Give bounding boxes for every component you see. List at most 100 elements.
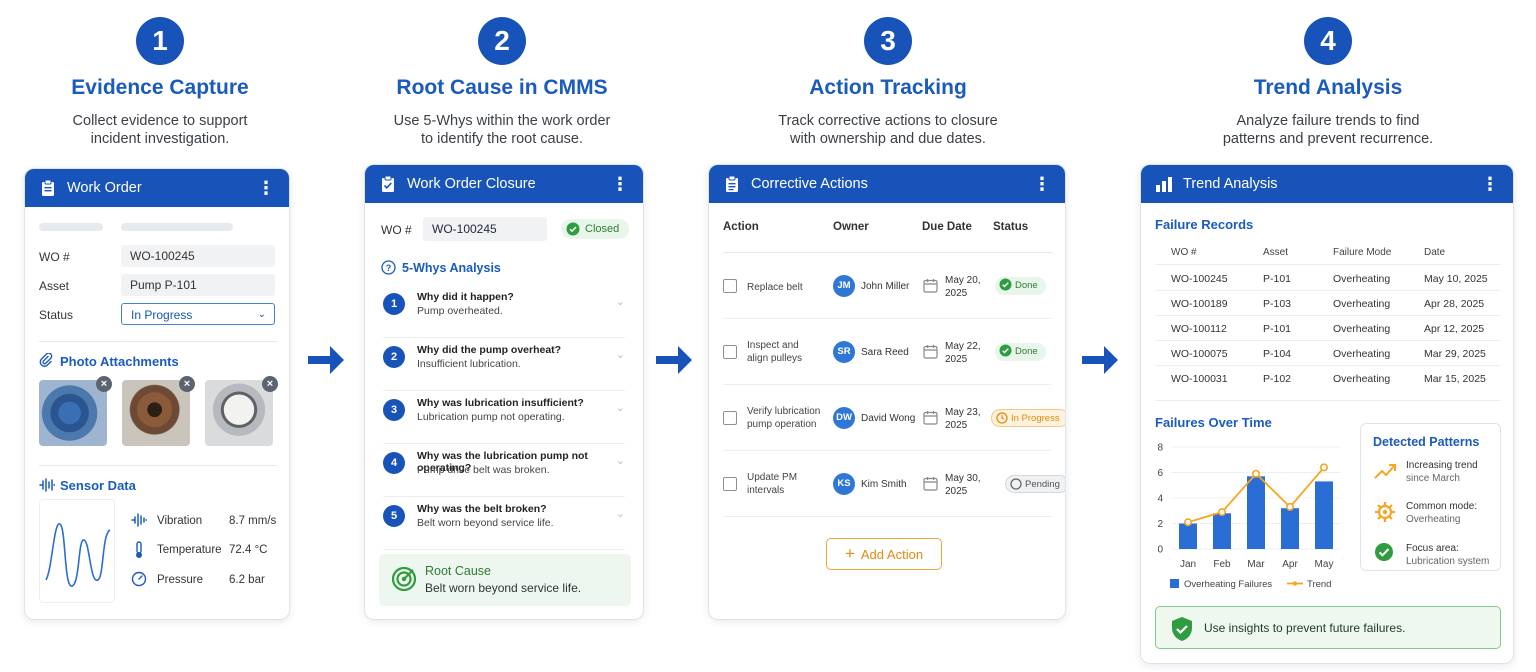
y-tick-label: 4 — [1157, 494, 1163, 505]
avatar: JM — [833, 275, 855, 297]
pending-circle-icon — [1010, 478, 1022, 490]
card-title: Trend Analysis — [1183, 176, 1278, 192]
trend-point — [1320, 463, 1329, 472]
clipboard-icon — [42, 179, 54, 196]
help-circle-icon: ? — [381, 260, 396, 275]
trend-point — [1252, 469, 1261, 478]
close-icon[interactable]: × — [96, 376, 112, 392]
calendar-icon — [923, 279, 938, 293]
bar — [1281, 508, 1299, 549]
photo-attachments-title: Photo Attachments — [60, 354, 179, 369]
step-number: 1 — [136, 17, 184, 65]
chevron-down-icon: ⌄ — [615, 402, 625, 414]
asset-field[interactable]: Pump P-101 — [121, 274, 275, 296]
patterns-title: Detected Patterns — [1373, 435, 1480, 449]
step-4: 4 Trend Analysis Analyze failure trends … — [1198, 0, 1458, 148]
divider — [723, 252, 1053, 253]
work-order-closure-card: Work Order Closure ⋮ WO # WO-100245 Clos… — [364, 164, 644, 620]
clock-icon — [996, 412, 1008, 424]
y-tick-label: 8 — [1157, 443, 1163, 454]
close-icon[interactable]: × — [179, 376, 195, 392]
pattern-text: Focus area: — [1406, 543, 1459, 554]
table-row: Replace belt JM John Miller May 20,2025 … — [723, 253, 1051, 319]
action-text: Replace belt — [747, 282, 803, 293]
sensor-value: 72.4 °C — [229, 544, 268, 556]
chevron-down-icon: ⌄ — [615, 455, 625, 467]
check-circle-icon — [999, 344, 1012, 357]
gear-icon — [1375, 502, 1395, 522]
arrow-right-icon — [1082, 346, 1118, 374]
column-header: Asset — [1263, 247, 1289, 258]
card-title: Corrective Actions — [751, 176, 868, 192]
legend-label: Trend — [1307, 579, 1331, 590]
card-header: Work Order Closure ⋮ — [365, 165, 643, 203]
avatar: KS — [833, 473, 855, 495]
chevron-down-icon: ⌄ — [615, 296, 625, 308]
photo-thumbnail[interactable] — [122, 380, 190, 446]
field-label: WO # — [39, 250, 70, 264]
bar — [1315, 481, 1333, 549]
pattern-subtext: Lubrication system — [1406, 556, 1490, 567]
step-title: Action Tracking — [809, 76, 967, 99]
card-title: Work Order — [67, 180, 142, 196]
trend-up-icon — [1374, 464, 1396, 479]
x-tick-label: May — [1315, 559, 1334, 570]
trend-point — [1218, 508, 1227, 517]
card-title: Work Order Closure — [407, 176, 536, 192]
trend-point — [1286, 502, 1295, 511]
avatar: SR — [833, 341, 855, 363]
step-number: 4 — [1304, 17, 1352, 65]
add-action-button[interactable]: +Add Action — [826, 538, 942, 570]
sensor-data-title: Sensor Data — [60, 478, 136, 493]
insight-banner: Use insights to prevent future failures. — [1155, 606, 1501, 649]
status-badge: Pending — [1005, 475, 1065, 493]
owner-name: John Miller — [861, 281, 910, 292]
legend-swatch-bar — [1170, 579, 1179, 588]
corrective-actions-card: Corrective Actions ⋮ Action Owner Due Da… — [708, 164, 1066, 620]
photo-thumbnail[interactable] — [39, 380, 107, 446]
action-checkbox[interactable] — [723, 411, 737, 425]
more-menu-icon[interactable]: ⋮ — [1481, 174, 1499, 194]
action-checkbox[interactable] — [723, 477, 737, 491]
due-date: May 30,2025 — [945, 473, 981, 497]
wo-number-field[interactable]: WO-100245 — [121, 245, 275, 267]
card-header: Corrective Actions ⋮ — [709, 165, 1065, 203]
action-checkbox[interactable] — [723, 279, 737, 293]
bar — [1179, 523, 1197, 549]
more-menu-icon[interactable]: ⋮ — [1033, 174, 1051, 194]
x-tick-label: Jan — [1180, 559, 1196, 570]
close-icon[interactable]: × — [262, 376, 278, 392]
check-circle-icon — [566, 222, 580, 236]
step-number: 3 — [864, 17, 912, 65]
wo-number-field[interactable]: WO-100245 — [423, 217, 547, 241]
photo-thumbnail[interactable] — [205, 380, 273, 446]
vibration-icon — [131, 513, 147, 527]
calendar-icon — [923, 345, 938, 359]
calendar-icon — [923, 477, 938, 491]
legend-label: Overheating Failures — [1184, 579, 1272, 590]
bar — [1247, 476, 1265, 549]
action-checkbox[interactable] — [723, 345, 737, 359]
sensor-value: 6.2 bar — [229, 574, 265, 586]
more-menu-icon[interactable]: ⋮ — [257, 178, 275, 198]
arrow-right-icon — [656, 346, 692, 374]
more-menu-icon[interactable]: ⋮ — [611, 174, 629, 194]
wo-label: WO # — [381, 223, 412, 237]
status-badge: In Progress — [991, 409, 1065, 427]
target-icon — [391, 566, 417, 592]
card-header: Trend Analysis ⋮ — [1141, 165, 1513, 203]
chevron-down-icon: ⌄ — [615, 349, 625, 361]
check-circle-icon — [1375, 543, 1393, 561]
status-select[interactable]: In Progress⌄ — [121, 303, 275, 325]
pattern-text: Common mode: — [1406, 501, 1478, 512]
